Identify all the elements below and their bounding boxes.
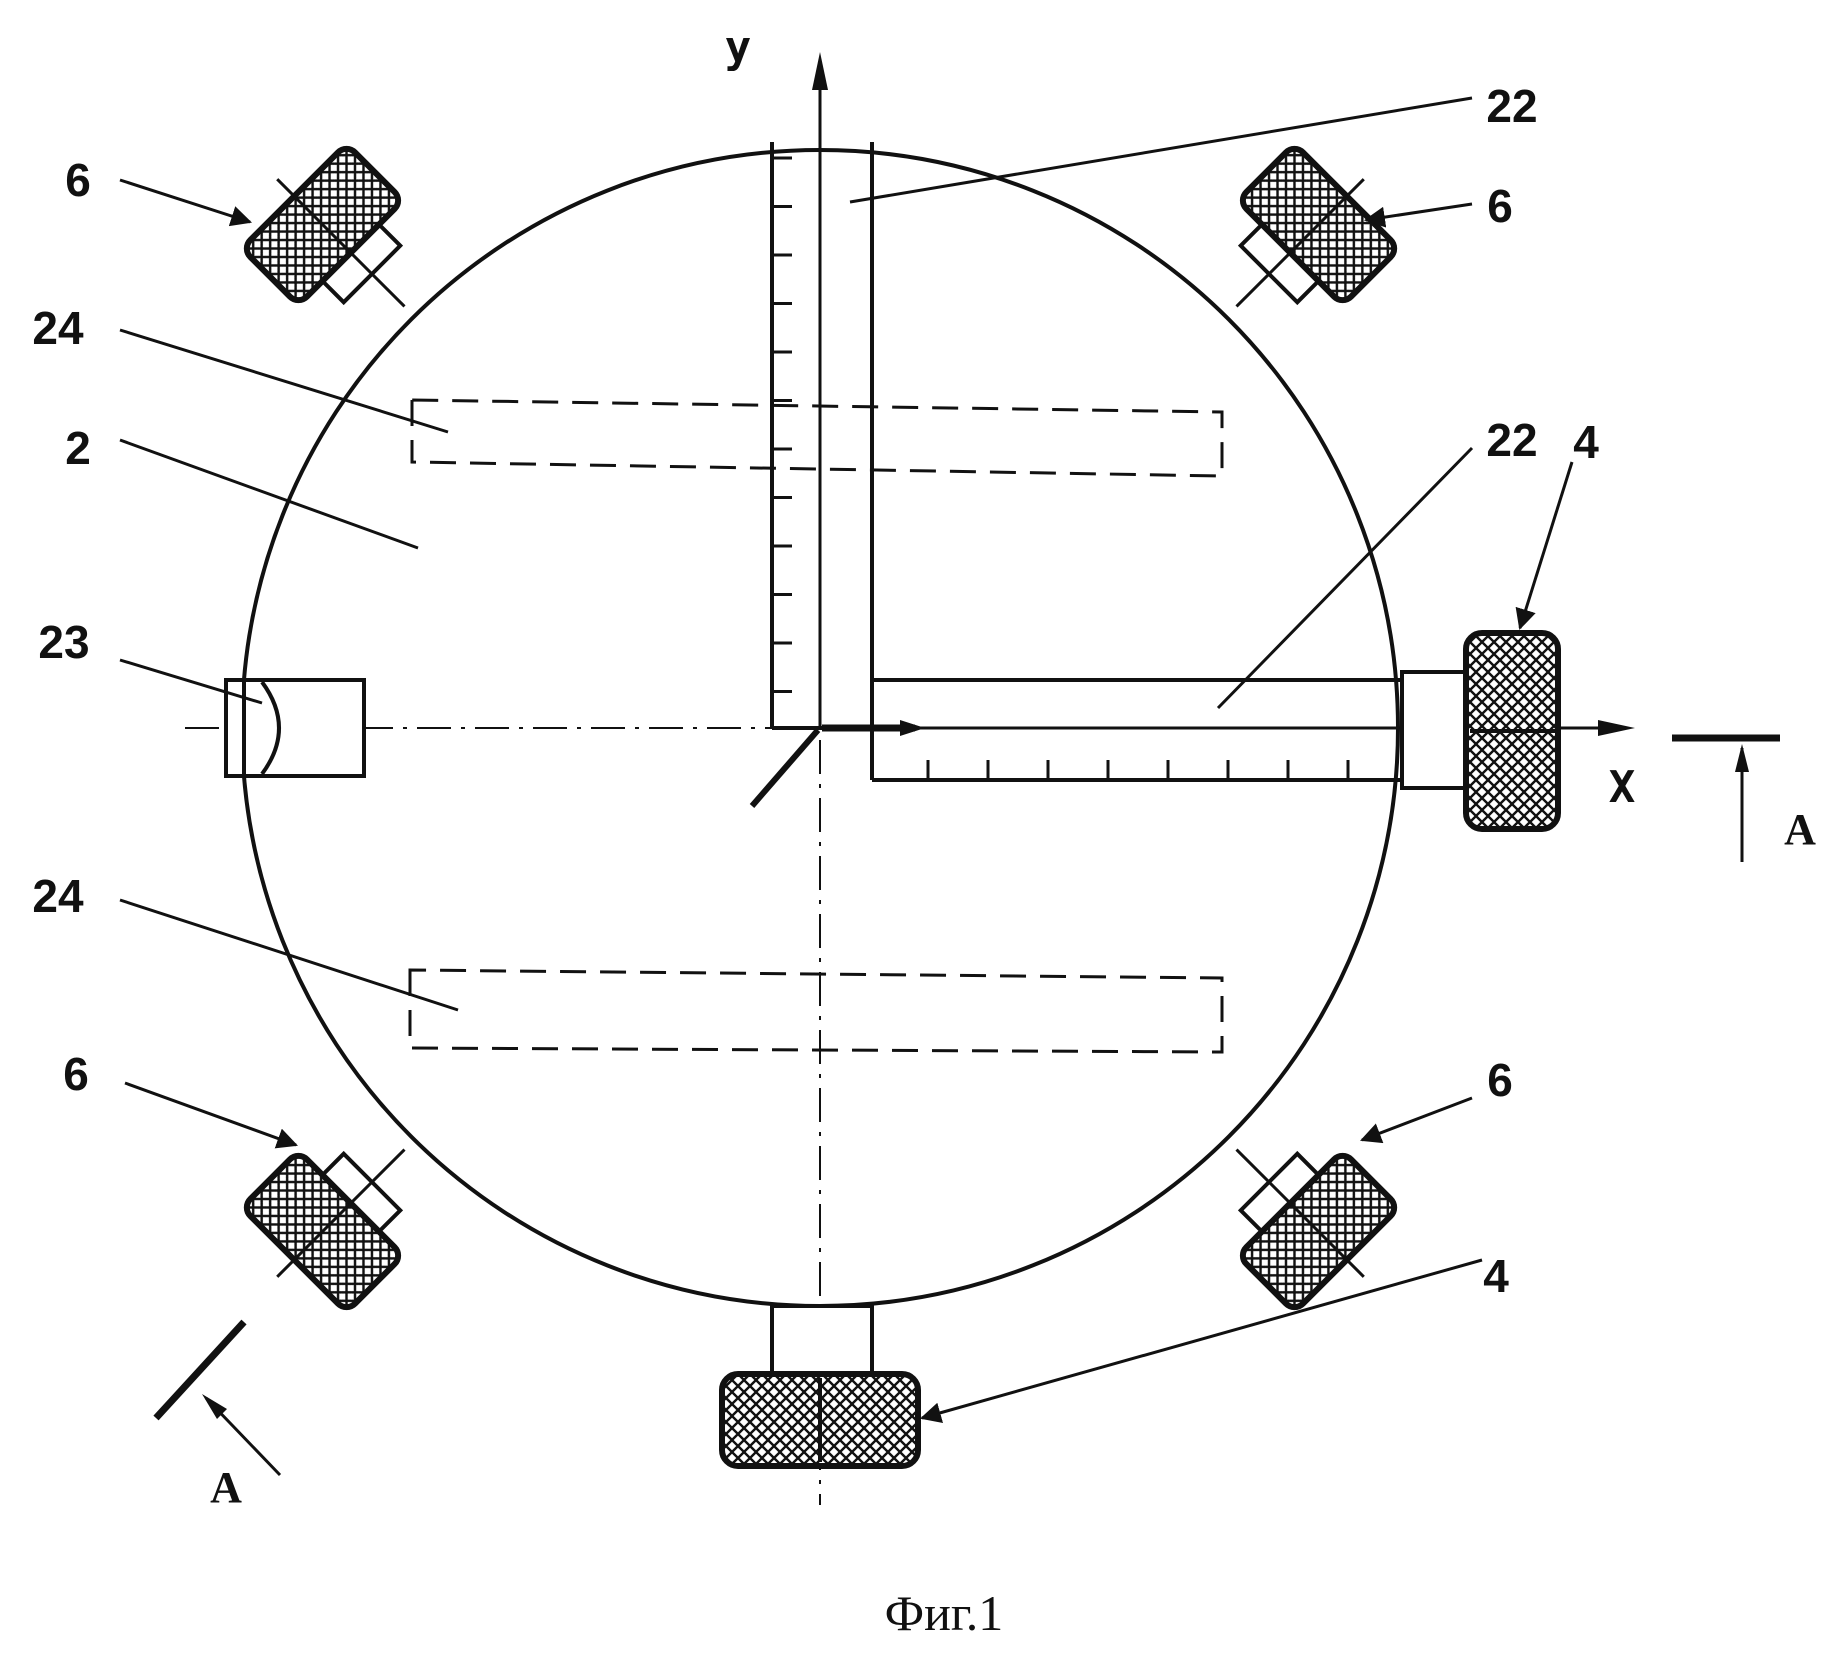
label-6-bottom-right: 6	[1487, 1054, 1513, 1106]
origin-diagonal	[752, 730, 818, 806]
label-24-top: 24	[32, 302, 84, 354]
section-marker-left	[156, 1322, 280, 1475]
label-6-bottom-left: 6	[63, 1048, 89, 1100]
section-marker-right	[1672, 738, 1780, 862]
vertical-ruler	[772, 142, 872, 728]
horizontal-ruler-ticks	[928, 760, 1468, 780]
dashed-slot-bottom	[410, 970, 1222, 1052]
horizontal-ruler	[872, 680, 1468, 780]
y-axis-label: y	[725, 22, 752, 73]
label-24-bottom: 24	[32, 870, 84, 922]
label-22-top: 22	[1486, 80, 1537, 132]
vertical-ruler-ticks	[772, 158, 792, 692]
knob-top-left	[225, 127, 457, 359]
right-knob	[1402, 633, 1558, 829]
y-axis-arrow	[812, 52, 828, 728]
knob-top-right	[1184, 127, 1416, 359]
label-4-bottom: 4	[1483, 1250, 1509, 1302]
label-4-right: 4	[1573, 416, 1599, 468]
label-23: 23	[38, 616, 89, 668]
section-label-left: A	[210, 1463, 242, 1512]
label-6-top-right: 6	[1487, 180, 1513, 232]
dashed-slot-top	[412, 400, 1222, 476]
figure-caption: Фиг.1	[885, 1585, 1004, 1641]
label-22-right: 22	[1486, 414, 1537, 466]
label-6-top-left: 6	[65, 154, 91, 206]
element-23-block	[226, 680, 364, 776]
label-2: 2	[65, 422, 91, 474]
section-label-right: A	[1784, 805, 1816, 854]
x-axis-label: X	[1609, 762, 1636, 813]
bottom-knob	[722, 1306, 918, 1466]
